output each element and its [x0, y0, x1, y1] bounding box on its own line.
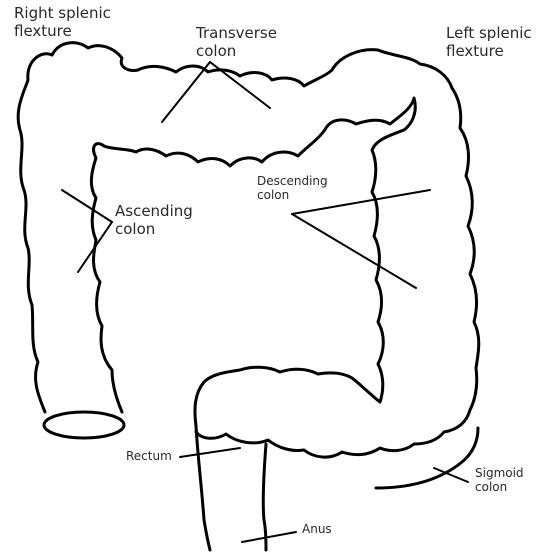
label-sigmoid-colon: Sigmoid colon — [475, 466, 524, 495]
transverse-pointer-a — [162, 62, 210, 122]
anus-pointer — [242, 532, 296, 542]
descending-pointer-b — [292, 214, 416, 288]
label-ascending-colon: Ascending colon — [115, 202, 193, 238]
label-left-flexure: Left splenic flexture — [446, 24, 532, 60]
colon-inner-outline — [91, 98, 415, 426]
label-anus: Anus — [302, 522, 332, 536]
label-rectum: Rectum — [126, 449, 172, 463]
label-right-flexure: Right splenic flexture — [14, 4, 111, 40]
transverse-pointer-b — [210, 62, 270, 108]
ascending-pointer-a — [62, 190, 112, 222]
label-descending-colon: Descending colon — [257, 174, 328, 203]
ascending-opening — [44, 412, 124, 438]
rectum-right-wall — [263, 444, 266, 550]
label-transverse-colon: Transverse colon — [196, 24, 277, 60]
rectum-left-wall — [196, 426, 210, 550]
rectum-pointer — [180, 448, 240, 457]
